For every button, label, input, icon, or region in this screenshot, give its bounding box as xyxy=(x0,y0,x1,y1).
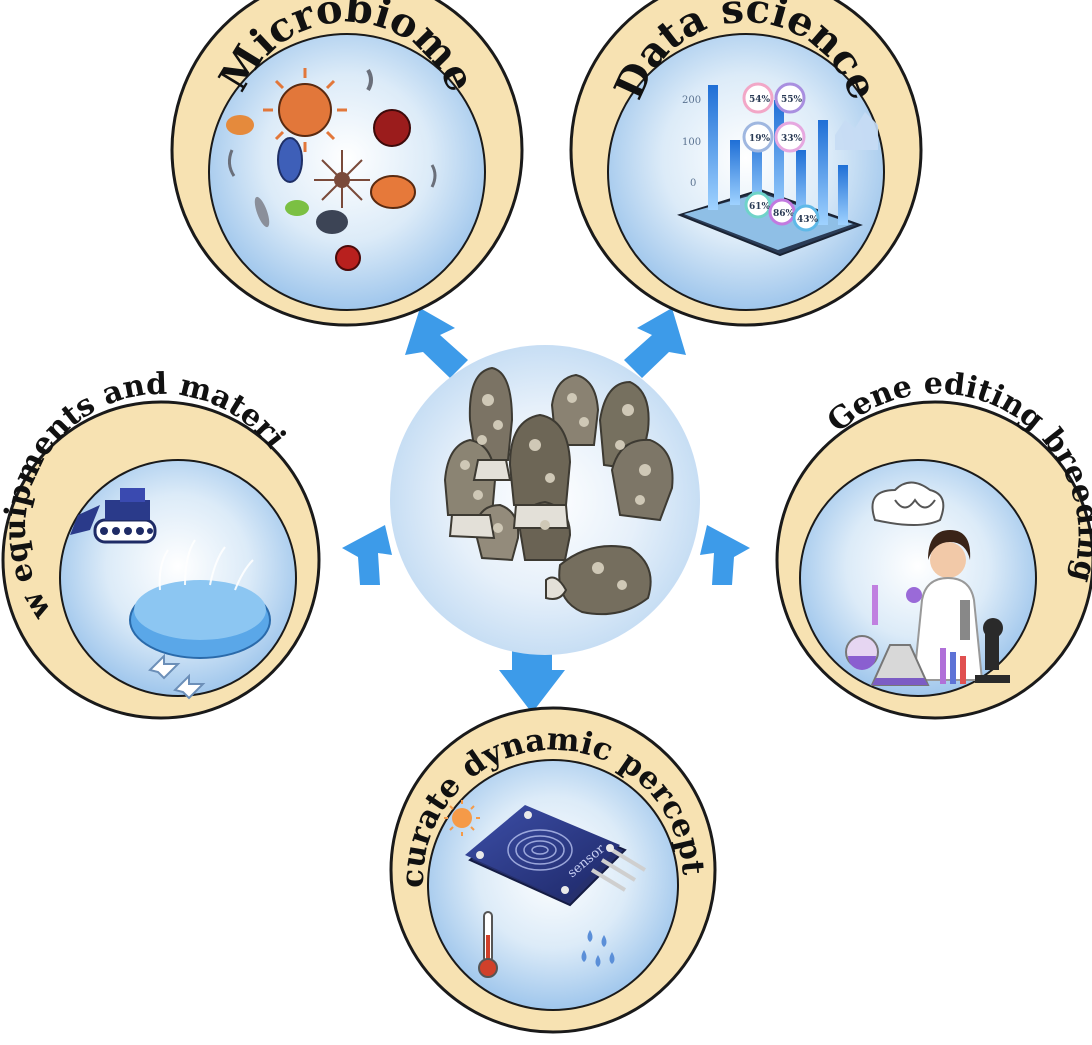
axis-tick: 100 xyxy=(682,137,701,148)
microbes-icon xyxy=(226,68,437,271)
water-drops-icon xyxy=(581,930,615,967)
bar-chart-tablet-icon: 200 100 0 54% 55% 19% 33% 61% 86% 43% xyxy=(677,82,878,257)
arrow-to-microbiome xyxy=(405,308,468,378)
arrows xyxy=(342,308,750,713)
axis-tick: 0 xyxy=(690,178,696,189)
thermometer-icon xyxy=(478,911,498,978)
arrow-to-gene-editing xyxy=(700,525,750,585)
arrow-to-data-science xyxy=(624,308,686,378)
percent-label: 19% xyxy=(749,134,771,144)
node-gene-editing: Gene editing breeding xyxy=(775,366,1092,720)
percent-label: 54% xyxy=(749,95,771,105)
center-morels xyxy=(390,345,700,655)
node-microbiome: Microbiome xyxy=(170,0,524,327)
scientist-lab-icon xyxy=(845,481,1010,686)
morel-mushroom-icon xyxy=(443,366,674,616)
percent-label: 55% xyxy=(781,95,803,105)
axis-tick: 200 xyxy=(682,95,701,106)
percent-label: 86% xyxy=(773,209,795,219)
sun-icon xyxy=(444,800,480,836)
arrow-to-perception xyxy=(499,645,565,713)
sensor-board-icon: sensor xyxy=(465,805,647,907)
percent-label: 33% xyxy=(781,134,803,144)
percent-label: 61% xyxy=(749,202,771,212)
node-data-science: Data science 200 100 0 54% 55% xyxy=(569,0,923,327)
tractor-and-membrane-icon xyxy=(70,488,271,700)
percent-label: 43% xyxy=(797,215,819,225)
arrow-to-new-equipments xyxy=(342,525,392,585)
